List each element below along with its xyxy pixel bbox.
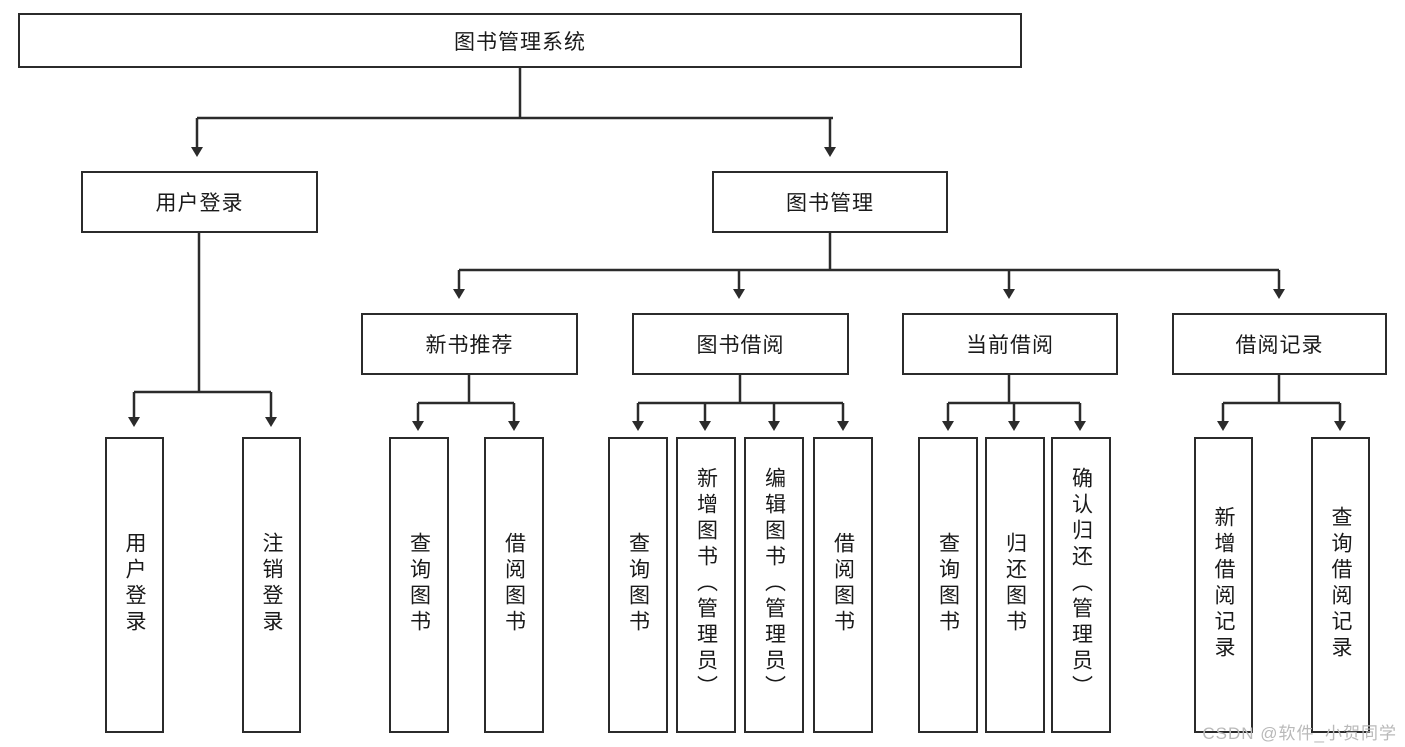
node-label: 用户登录: [155, 192, 244, 215]
node-current-borrow[interactable]: 当前借阅: [902, 313, 1118, 375]
leaf-current-confirm-return-admin[interactable]: 确认归还（管理员）: [1051, 437, 1111, 733]
leaf-user-login-login[interactable]: 用户登录: [105, 437, 164, 733]
leaf-user-login-logout[interactable]: 注销登录: [242, 437, 301, 733]
leaf-borrow-add-book-admin[interactable]: 新增图书（管理员）: [676, 437, 736, 733]
node-book-borrow[interactable]: 图书借阅: [632, 313, 849, 375]
node-label: 用户登录: [123, 532, 146, 636]
node-label: 新增借阅记录: [1212, 506, 1235, 662]
node-label: 查询图书: [407, 532, 431, 636]
node-label: 编辑图书（管理员）: [762, 467, 786, 701]
leaf-record-add-record[interactable]: 新增借阅记录: [1194, 437, 1253, 733]
leaf-current-return-book[interactable]: 归还图书: [985, 437, 1045, 733]
node-label: 查询图书: [936, 532, 960, 636]
node-label: 注销登录: [260, 532, 283, 636]
leaf-record-query-record[interactable]: 查询借阅记录: [1311, 437, 1370, 733]
leaf-borrow-query-book[interactable]: 查询图书: [608, 437, 668, 733]
leaf-borrow-borrow-book[interactable]: 借阅图书: [813, 437, 873, 733]
watermark-text: CSDN @软件_小贺同学: [1202, 724, 1397, 743]
node-label: 新书推荐: [425, 334, 514, 357]
node-label: 图书借阅: [696, 334, 785, 357]
node-label: 当前借阅: [966, 334, 1054, 357]
node-label: 借阅图书: [831, 532, 855, 636]
node-label: 确认归还（管理员）: [1069, 467, 1093, 701]
node-label: 图书管理系统: [454, 30, 586, 54]
node-label: 借阅记录: [1235, 334, 1324, 357]
leaf-recommend-query-book[interactable]: 查询图书: [389, 437, 449, 733]
node-new-book-recommend[interactable]: 新书推荐: [361, 313, 578, 375]
leaf-current-query-book[interactable]: 查询图书: [918, 437, 978, 733]
leaf-recommend-borrow-book[interactable]: 借阅图书: [484, 437, 544, 733]
node-label: 新增图书（管理员）: [694, 467, 718, 701]
node-book-management-system[interactable]: 图书管理系统: [18, 13, 1022, 68]
node-label: 借阅图书: [502, 532, 526, 636]
leaf-borrow-edit-book-admin[interactable]: 编辑图书（管理员）: [744, 437, 804, 733]
node-user-login[interactable]: 用户登录: [81, 171, 318, 233]
node-label: 查询图书: [626, 532, 650, 636]
node-label: 归还图书: [1003, 532, 1027, 636]
node-label: 查询借阅记录: [1329, 506, 1352, 662]
node-borrow-record[interactable]: 借阅记录: [1172, 313, 1387, 375]
node-label: 图书管理: [786, 192, 874, 215]
node-book-management[interactable]: 图书管理: [712, 171, 948, 233]
